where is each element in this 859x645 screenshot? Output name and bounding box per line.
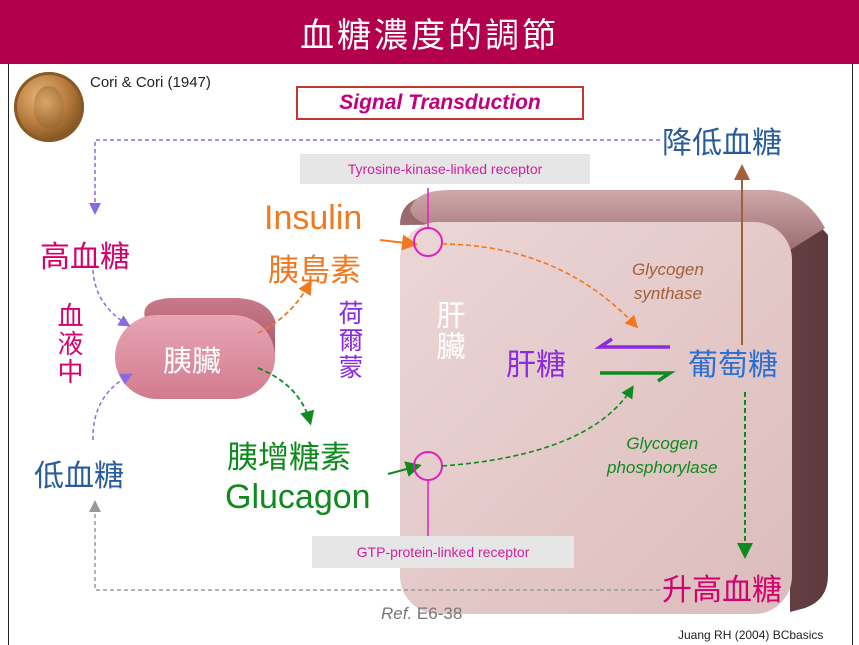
reference-prefix: Ref. [381, 604, 413, 623]
insulin-en-label: Insulin [264, 199, 363, 237]
lower-blood-sugar-label: 降低血糖 [662, 126, 782, 161]
pancreas-to-insulin-arrow [257, 279, 312, 334]
tyrosine-receptor-circle [413, 227, 443, 257]
reference-code: E6-38 [416, 604, 463, 623]
glycogen-synthase-note: Glycogen synthase [632, 258, 704, 306]
credit-text: Cori & Cori (1947) [90, 74, 211, 91]
raise-blood-sugar-label: 升高血糖 [662, 573, 782, 608]
title-bar: 血糖濃度的調節 [0, 0, 859, 64]
insulin-zh-label: 胰島素 [268, 253, 361, 289]
page-title: 血糖濃度的調節 [300, 15, 559, 56]
high-blood-sugar-label: 高血糖 [40, 240, 130, 275]
insulin-binding-arrow [379, 234, 418, 251]
breakdown-arrow [600, 371, 676, 383]
slide-frame [8, 64, 853, 645]
synthesis-arrow [594, 337, 670, 349]
liver-label: 肝臟 [432, 300, 466, 362]
glucagon-binding-arrow [387, 461, 422, 477]
glycogen-phosphorylase-note: Glycogen phosphorylase [607, 432, 718, 480]
glucagon-signal-arrow [441, 385, 634, 467]
low-to-pancreas-arrow [92, 373, 133, 441]
feedback-bottom-arrow [89, 500, 660, 591]
source-credit: Juang RH (2004) BCbasics [678, 628, 824, 642]
liver-block [400, 190, 828, 614]
high-to-pancreas-arrow [92, 269, 131, 327]
hormone-vertical-label: 荷爾蒙 [335, 300, 364, 381]
in-blood-label: 血液中 [53, 302, 83, 386]
gtp-receptor-label: GTP-protein-linked receptor [312, 536, 574, 568]
tyrosine-receptor-label: Tyrosine-kinase-linked receptor [300, 154, 590, 184]
tyrosine-receptor-text: Tyrosine-kinase-linked receptor [347, 161, 543, 177]
reference-text: Ref. E6-38 [381, 604, 462, 624]
low-blood-sugar-label: 低血糖 [34, 459, 124, 494]
glucose-label: 葡萄糖 [688, 348, 778, 383]
glucagon-en-label: Glucagon [225, 478, 371, 516]
gtp-receptor-text: GTP-protein-linked receptor [356, 544, 530, 560]
glucagon-zh-label: 胰增糖素 [227, 440, 351, 476]
pancreas-label: 胰臟 [163, 344, 222, 378]
pancreas-capsule [115, 298, 275, 399]
nobel-medal-image [14, 72, 84, 142]
signal-transduction-box: Signal Transduction [296, 86, 584, 120]
phosphorylase-line1: Glycogen [626, 434, 699, 453]
synthase-line1: Glycogen [632, 260, 704, 279]
glycogen-label: 肝糖 [506, 348, 566, 383]
pancreas-to-glucagon-arrow [257, 367, 315, 426]
synthase-line2: synthase [633, 284, 702, 303]
phosphorylase-line2: phosphorylase [607, 458, 718, 477]
signal-transduction-label: Signal Transduction [339, 91, 541, 114]
feedback-top-arrow [89, 139, 660, 215]
insulin-signal-arrow [441, 243, 639, 329]
